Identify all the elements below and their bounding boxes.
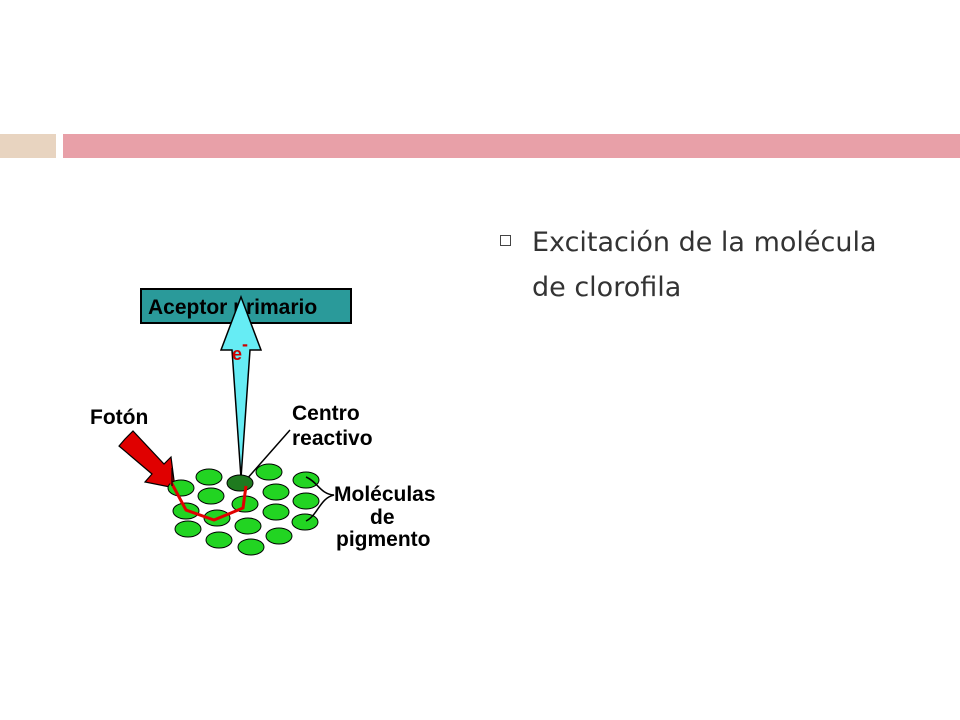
pigment-molecule: [262, 503, 290, 521]
electron-label: e: [232, 344, 242, 364]
energy-transfer-path: [169, 481, 248, 522]
reaction-center-pointer: [245, 429, 291, 481]
reaction-center-molecule: [226, 474, 254, 492]
pigment-molecule: [197, 487, 225, 505]
photon-arrow: [118, 430, 176, 489]
pigment-molecule: [255, 463, 283, 481]
photon-arrow-shape: [118, 430, 176, 489]
bullet-square-icon: [500, 235, 511, 246]
pigment-label-line2: de: [370, 506, 395, 529]
pigment-molecule: [237, 538, 265, 556]
pigment-molecule: [205, 531, 233, 549]
pigment-molecule: [265, 527, 293, 545]
bullet-text: Excitación de la molécula de clorofila: [532, 227, 877, 303]
primary-acceptor-label: Aceptor primario: [148, 296, 317, 319]
header-band-left: [0, 134, 56, 158]
pigment-molecule: [195, 468, 223, 486]
electron-charge-label: -: [242, 334, 248, 354]
pigment-label-line3: pigmento: [336, 528, 431, 551]
pigment-molecule: [167, 479, 195, 497]
header-band-right: [63, 134, 960, 158]
electron-arrow-shape: [219, 294, 263, 479]
pigment-label-line1: Moléculas: [334, 483, 436, 506]
pigment-molecules: [167, 463, 320, 556]
pigment-molecule: [292, 492, 320, 510]
reaction-center-label-line1: Centro: [292, 402, 360, 425]
pigment-molecule: [292, 471, 320, 489]
photon-label: Fotón: [90, 406, 148, 429]
pigment-molecule: [291, 513, 319, 531]
pigment-bracket: [305, 476, 335, 522]
pigment-bracket-line: [305, 476, 335, 522]
electron-arrow: e -: [219, 294, 263, 479]
pigment-molecule: [174, 520, 202, 538]
pigment-molecule: [262, 483, 290, 501]
reaction-center-label-line2: reactivo: [292, 427, 373, 450]
pigment-molecule: [234, 517, 262, 535]
